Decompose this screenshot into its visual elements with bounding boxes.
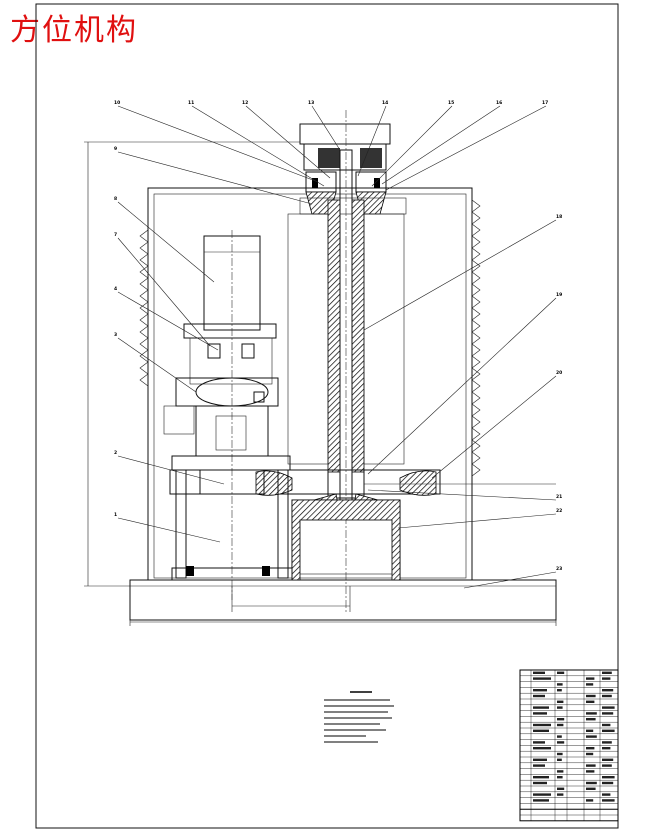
table-cell-text bbox=[586, 718, 596, 721]
table-cell-text bbox=[533, 694, 545, 698]
top-flange bbox=[299, 123, 391, 171]
table-cell-text bbox=[557, 758, 562, 761]
table-cell-text bbox=[602, 781, 614, 785]
pinion-support-frame bbox=[171, 455, 293, 581]
table-cell-text bbox=[557, 770, 564, 773]
table-cell-text bbox=[533, 799, 549, 802]
callout-17: 17 bbox=[542, 100, 548, 106]
table-cell-text bbox=[557, 700, 564, 703]
table-cell-text bbox=[602, 712, 614, 715]
table-cell-text bbox=[602, 799, 615, 802]
callout-1: 1 bbox=[114, 512, 117, 518]
table-cell-text bbox=[557, 689, 562, 692]
table-cell-text bbox=[586, 683, 594, 686]
table-cell-text bbox=[586, 764, 596, 767]
table-cell-text bbox=[533, 758, 547, 761]
table-cell-text bbox=[586, 799, 594, 802]
table-cell-text bbox=[533, 706, 549, 709]
table-cell-text bbox=[557, 776, 563, 779]
table-cell-text bbox=[602, 764, 612, 767]
callout-20: 20 bbox=[556, 370, 562, 376]
callout-22: 22 bbox=[556, 508, 562, 514]
table-cell-text bbox=[557, 752, 563, 756]
table-cell-text bbox=[586, 752, 594, 756]
callout-4: 4 bbox=[114, 286, 117, 292]
callout-7: 7 bbox=[114, 232, 117, 238]
callout-9: 9 bbox=[114, 146, 117, 152]
callout-16: 16 bbox=[496, 100, 502, 106]
table-cell-text bbox=[586, 735, 597, 738]
table-cell-text bbox=[557, 706, 563, 709]
table-cell-text bbox=[533, 793, 551, 796]
table-cell-text bbox=[602, 706, 615, 709]
callout-leaders bbox=[117, 105, 557, 589]
callout-19: 19 bbox=[556, 292, 562, 298]
callout-12: 12 bbox=[242, 100, 248, 106]
callout-14: 14 bbox=[382, 100, 388, 106]
table-cell-text bbox=[533, 764, 545, 767]
callout-15: 15 bbox=[448, 100, 454, 106]
table-cell-text bbox=[533, 723, 551, 727]
overall-dimension-lines bbox=[84, 141, 557, 626]
callout-23: 23 bbox=[556, 566, 562, 572]
callout-18: 18 bbox=[556, 214, 562, 220]
table-cell-text bbox=[602, 776, 615, 779]
table-cell-text bbox=[586, 694, 596, 698]
table-cell-text bbox=[557, 741, 565, 744]
table-cell-text bbox=[602, 689, 614, 692]
callout-13: 13 bbox=[308, 100, 314, 106]
table-cell-text bbox=[586, 712, 597, 715]
callout-2: 2 bbox=[114, 450, 117, 456]
table-cell-text bbox=[557, 718, 565, 721]
callout-10: 10 bbox=[114, 100, 120, 106]
table-cell-text bbox=[586, 770, 595, 773]
table-cell-text bbox=[557, 671, 565, 674]
callout-11: 11 bbox=[188, 100, 194, 106]
callout-21: 21 bbox=[556, 494, 562, 500]
callout-labels: 10 11 12 13 14 15 16 17 9 8 7 4 3 2 1 18… bbox=[114, 100, 562, 572]
drive-motor bbox=[163, 230, 279, 600]
table-cell-text bbox=[586, 781, 597, 785]
table-cell-text bbox=[533, 689, 547, 692]
callout-8: 8 bbox=[114, 196, 117, 202]
callout-3: 3 bbox=[114, 332, 117, 338]
table-cell-text bbox=[586, 729, 594, 732]
table-cell-text bbox=[602, 793, 611, 796]
table-cell-text bbox=[586, 677, 595, 680]
lower-housing bbox=[291, 499, 401, 581]
table-cell-text bbox=[602, 723, 611, 727]
drawing-frame bbox=[35, 3, 619, 829]
main-shaft bbox=[287, 110, 405, 612]
table-cell-text bbox=[602, 758, 614, 761]
table-cell-text bbox=[586, 747, 595, 750]
table-cell-text bbox=[586, 787, 596, 790]
table-cell-text bbox=[533, 741, 545, 744]
table-cell-text bbox=[557, 723, 564, 727]
table-cell-text bbox=[602, 671, 612, 674]
table-cell-text bbox=[533, 776, 549, 779]
table-cell-text bbox=[602, 694, 612, 698]
table-cell-text bbox=[557, 735, 562, 738]
parts-list-table bbox=[519, 669, 619, 822]
table-cell-text bbox=[602, 729, 615, 732]
table-cell-text bbox=[586, 700, 595, 703]
table-cell-text bbox=[533, 677, 551, 680]
table-cell-text bbox=[533, 747, 551, 750]
technical-notes bbox=[324, 691, 394, 743]
table-cell-text bbox=[533, 671, 545, 674]
table-cell-text bbox=[533, 729, 549, 732]
table-cell-text bbox=[557, 793, 564, 796]
table-cell-text bbox=[557, 683, 563, 686]
table-cell-text bbox=[533, 712, 547, 715]
table-cell-text bbox=[602, 747, 611, 750]
table-cell-text bbox=[557, 787, 565, 790]
table-cell-text bbox=[602, 741, 612, 744]
page-title: 方位机构 bbox=[10, 13, 138, 48]
table-cell-text bbox=[602, 677, 611, 680]
table-cell-text bbox=[533, 781, 547, 785]
